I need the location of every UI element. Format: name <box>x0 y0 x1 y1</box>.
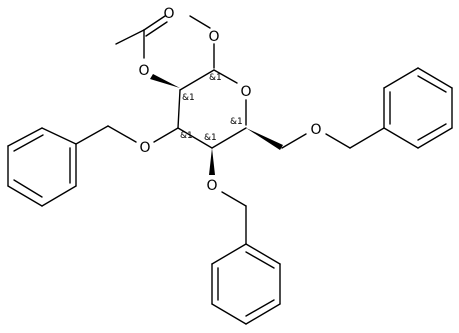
bond-acetyl-carbonyl-c <box>143 15 166 31</box>
wedge-c5-ch2 <box>246 128 283 150</box>
bond-ph3-e <box>417 127 453 149</box>
bond-acetyl-methyl <box>115 29 145 45</box>
bond-ph3-c <box>417 67 453 89</box>
stereo-label-c5: &1 <box>230 117 243 127</box>
wedge-c2-o <box>150 74 180 88</box>
bond-ph2-d <box>211 303 247 325</box>
stereo-label-c2: &1 <box>182 93 195 103</box>
stereo-label-c3: &1 <box>180 131 193 141</box>
bond-ph3-e2 <box>417 123 447 141</box>
bond-c6-ch2-ph <box>349 127 385 149</box>
bond-c3-o <box>153 127 179 143</box>
bond-ph1-e <box>41 185 77 207</box>
atom-o-acetyl-ester: O <box>138 63 149 79</box>
bond-methoxy-methyl <box>189 15 211 29</box>
bond-c3o-ch2 <box>107 125 137 143</box>
bond-ph1-a <box>41 127 77 145</box>
bond-c3-c2 <box>177 89 181 129</box>
bond-ph1-b <box>7 127 43 147</box>
atom-o-benzyloxy-c3: O <box>139 140 150 156</box>
bond-ph1-d <box>7 185 43 207</box>
atom-o-methoxy: O <box>208 29 219 45</box>
bond-c6o-ch2 <box>325 133 351 149</box>
atom-o-benzyloxy-c6: O <box>310 122 321 138</box>
bond-ph2-a <box>245 243 281 265</box>
atom-o-ring: O <box>240 84 251 100</box>
stereo-labels: &1 &1 &1 &1 &1 <box>180 73 243 143</box>
bond-ph2-c2 <box>245 299 275 317</box>
bond-c3-ch2-ph <box>75 125 109 145</box>
stereo-label-c1: &1 <box>209 73 222 83</box>
bond-c4o-ch2 <box>221 191 247 207</box>
bond-c4-c3 <box>177 127 213 149</box>
bond-ph2-c <box>245 303 281 325</box>
bond-ph3-f <box>383 127 419 149</box>
bond-c5-c4 <box>211 127 247 149</box>
bond-ph1-a2 <box>13 134 44 152</box>
bond-c1-oring <box>213 69 238 84</box>
bond-ph2-f <box>211 243 247 265</box>
atom-o-carbonyl: O <box>163 6 174 22</box>
bond-c6-o <box>281 133 307 149</box>
stereo-label-c4: &1 <box>204 133 217 143</box>
bonds <box>7 15 453 325</box>
bond-acetyl-carbonyl-c2 <box>145 21 168 37</box>
bond-ph1-c2 <box>13 179 43 198</box>
bond-ph2-a2 <box>245 251 275 269</box>
wedge-c4-o <box>209 148 215 175</box>
bond-ph3-c2 <box>417 75 447 93</box>
bond-c1-c2 <box>179 69 215 91</box>
bond-ph3-b <box>383 67 419 89</box>
atom-labels: O O O O O O O <box>138 6 321 194</box>
atom-o-benzyloxy-c4: O <box>206 178 217 194</box>
